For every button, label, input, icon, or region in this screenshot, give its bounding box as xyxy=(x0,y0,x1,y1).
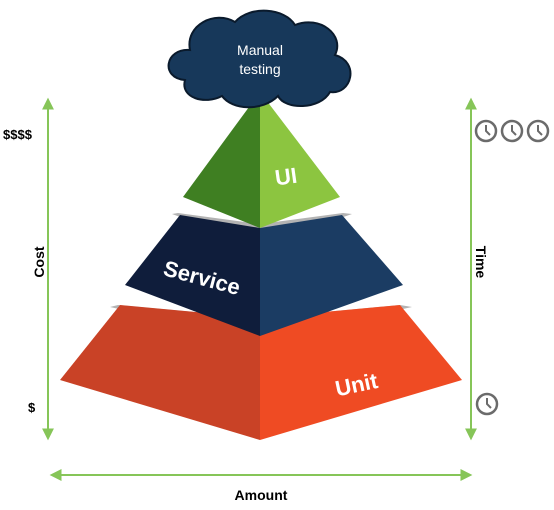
service-layer xyxy=(125,215,403,336)
cost-axis-label: Cost xyxy=(31,246,47,277)
cloud-label-line2: testing xyxy=(239,61,280,77)
time-axis-label: Time xyxy=(473,246,489,279)
ui-label: UI xyxy=(273,163,298,191)
amount-axis-label: Amount xyxy=(235,487,288,503)
ui-layer xyxy=(183,92,340,228)
cost-low-label: $ xyxy=(28,400,36,415)
cloud-label-line1: Manual xyxy=(237,42,283,58)
clock-icon xyxy=(526,119,550,143)
unit-layer xyxy=(60,305,462,440)
clock-icon xyxy=(474,119,498,143)
clock-icon xyxy=(475,392,499,416)
clock-icon xyxy=(500,119,524,143)
manual-testing-cloud xyxy=(167,9,352,109)
cost-high-label: $$$$ xyxy=(3,127,33,142)
